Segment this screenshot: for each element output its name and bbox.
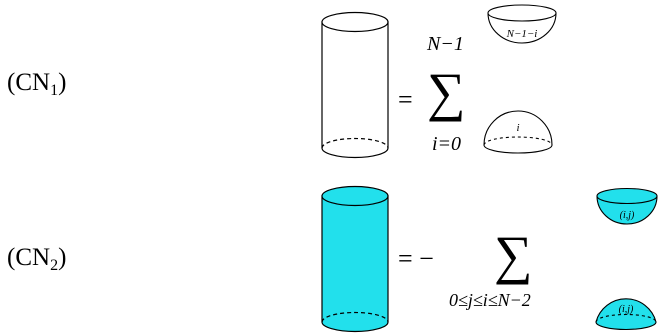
cylinder-cn2 xyxy=(321,185,389,333)
cap-label: (i,j) xyxy=(619,304,634,315)
cap-label: i xyxy=(516,122,519,134)
bowl-rim xyxy=(487,4,557,22)
bowl-piece-cn1: N−1−i xyxy=(487,4,557,44)
relation-label-cn1: (CN1) xyxy=(7,70,66,99)
sum-symbol: ∑ xyxy=(427,62,466,122)
bowl-label: (i,j) xyxy=(620,210,635,221)
relation-label-cn2: (CN2) xyxy=(7,245,66,274)
cylinder-top-ellipse xyxy=(321,185,389,207)
bowl-rim xyxy=(596,187,658,205)
cap-hidden-edge xyxy=(483,136,553,146)
cylinder-bottom-hidden-edge xyxy=(321,137,389,149)
cylinder-bottom-hidden-edge xyxy=(321,311,389,323)
cylinder-top-ellipse xyxy=(321,11,389,33)
bowl-piece-cn2: (i,j) xyxy=(596,187,658,225)
label-close: ) xyxy=(58,69,67,96)
label-text: (CN xyxy=(7,244,51,271)
cylinder-body xyxy=(321,195,389,333)
label-subscript: 1 xyxy=(50,82,59,99)
cylinder-body xyxy=(321,21,389,159)
equals-sign: = xyxy=(398,85,413,114)
label-text: (CN xyxy=(7,69,51,96)
sum-lower-limit: 0≤j≤i≤N−2 xyxy=(449,290,531,310)
bowl-label: N−1−i xyxy=(506,28,538,40)
sum-upper-limit: N−1 xyxy=(426,33,464,55)
cylinder-cn1 xyxy=(321,11,389,159)
cap-piece-cn2: (i,j) xyxy=(595,298,657,331)
equals-minus-sign: = − xyxy=(398,244,434,273)
label-subscript: 2 xyxy=(50,257,59,274)
cap-hidden-edge xyxy=(595,313,657,323)
sum-lower-limit: i=0 xyxy=(432,133,461,155)
relation-cn2: = − ∑ 0≤j≤i≤N−2 (i,j) (i,j) xyxy=(321,185,658,333)
sum-symbol: ∑ xyxy=(494,225,533,285)
relation-cn1: = ∑ N−1 i=0 N−1−i i xyxy=(321,4,557,159)
label-close: ) xyxy=(58,244,67,271)
cap-piece-cn1: i xyxy=(483,110,553,154)
